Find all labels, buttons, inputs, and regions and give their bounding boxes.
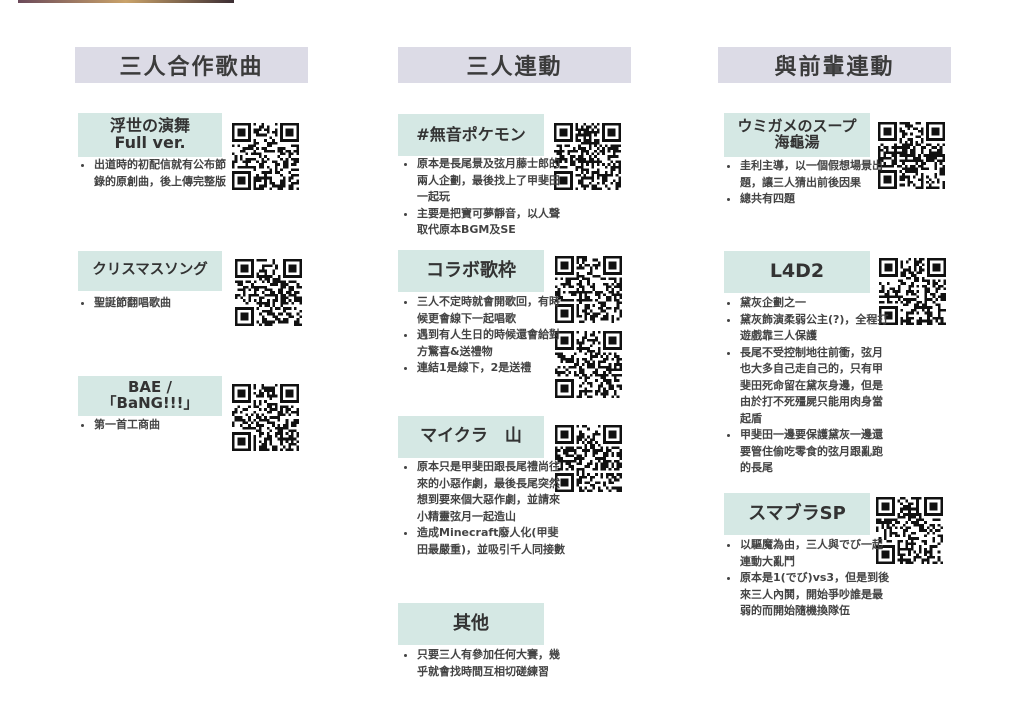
item-title-christmas-song: クリスマスソング [78, 251, 222, 291]
qr-code-icon[interactable] [235, 259, 302, 326]
item-bullets-smash-bros: 以驅魔為由，三人與でび一起連動大亂鬥 原本是1(でび)vs3，但是到後來三人內鬨… [724, 537, 890, 620]
qr-code-icon[interactable] [876, 497, 943, 564]
item-title-bae-bang: BAE / 「BaNG!!!」 [78, 376, 222, 416]
item-bullets-christmas-song: 聖誕節翻唱歌曲 [78, 295, 234, 312]
item-bullets-l4d2: 黛灰企劃之一 黛灰飾演柔弱公主(?)，全程打遊戲靠三人保護 長尾不受控制地往前衝… [724, 295, 890, 477]
qr-code-icon[interactable] [554, 123, 621, 190]
item-bullets-silent-pokemon: 原本是長尾景及弦月藤士郎的兩人企劃，最後找上了甲斐田一起玩 主要是把寶可夢靜音，… [401, 156, 567, 239]
qr-code-icon[interactable] [232, 123, 299, 190]
item-title-smash-bros: スマブラSP [724, 493, 870, 535]
top-banner-image [18, 0, 234, 3]
item-bullets-ukiyo-no-enbu: 出道時的初配信就有公布節錄的原創曲，後上傳完整版 [78, 157, 234, 190]
item-title-lateral-thinking: ウミガメのスープ 海龜湯 [724, 113, 870, 157]
item-title-collab-karaoke: コラボ歌枠 [398, 250, 544, 292]
item-bullets-minecraft-mountain: 原本只是甲斐田跟長尾禮尚往來的小惡作劇，最後長尾突然想到要來個大惡作劇，並請來小… [401, 459, 567, 558]
qr-code-icon[interactable] [555, 256, 622, 323]
item-bullets-others: 只要三人有參加任何大賽，幾乎就會找時間互相切磋練習 [401, 647, 567, 680]
item-bullets-lateral-thinking: 圭利主導，以一個假想場景出題，讓三人猜出前後因果 總共有四題 [724, 158, 890, 208]
qr-code-icon[interactable] [878, 122, 945, 189]
item-bullets-collab-karaoke: 三人不定時就會開歌回，有時候更會線下一起唱歌 遇到有人生日的時候還會給對方驚喜&… [401, 294, 567, 377]
qr-code-icon[interactable] [555, 331, 622, 398]
item-title-others: 其他 [398, 603, 544, 645]
item-title-l4d2: L4D2 [724, 251, 870, 293]
qr-code-icon[interactable] [879, 258, 946, 325]
item-bullets-bae-bang: 第一首工商曲 [78, 417, 234, 434]
item-title-silent-pokemon: #無音ポケモン [398, 114, 544, 156]
column-header-trio-songs: 三人合作歌曲 [75, 47, 308, 83]
qr-code-icon[interactable] [232, 384, 299, 451]
qr-code-icon[interactable] [555, 425, 622, 492]
column-header-senior-collabs: 與前輩連動 [718, 47, 951, 83]
item-title-minecraft-mountain: マイクラ 山 [398, 416, 544, 458]
item-title-ukiyo-no-enbu: 浮世の演舞 Full ver. [78, 113, 222, 157]
column-header-trio-collabs: 三人連動 [398, 47, 631, 83]
